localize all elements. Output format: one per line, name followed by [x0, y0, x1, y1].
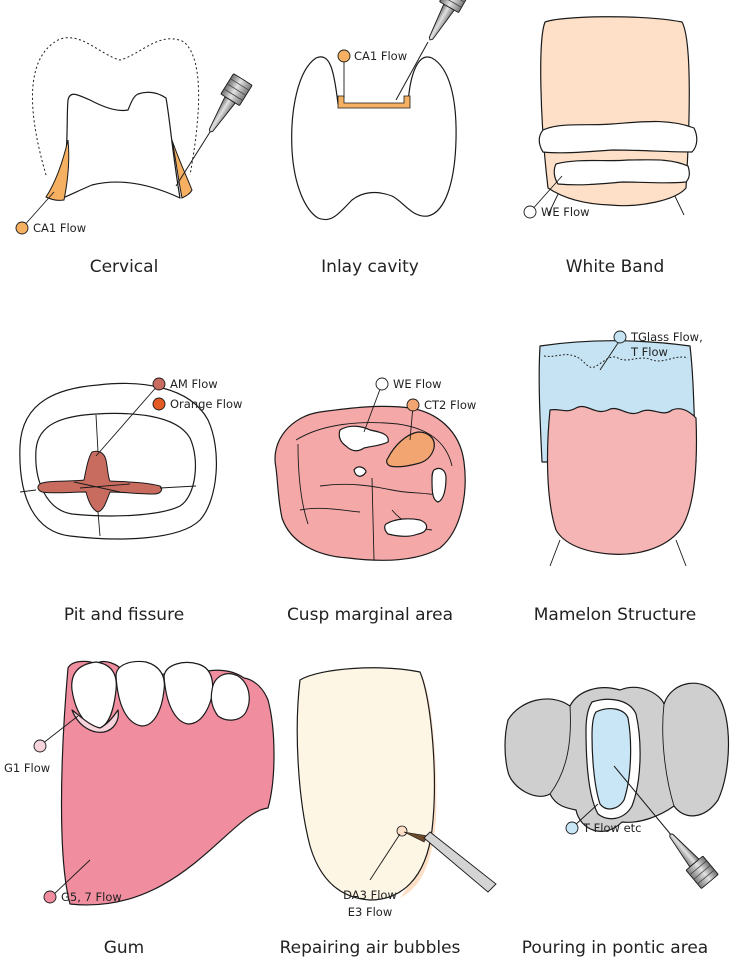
tglass-flow-label: TGlass Flow,	[630, 330, 703, 344]
panel-caption: Repairing air bubbles	[280, 938, 461, 958]
g5-flow-label: G5, 7 Flow	[61, 890, 122, 904]
we-flow-swatch	[376, 378, 388, 390]
orange-flow-label: Orange Flow	[170, 397, 242, 411]
tooth-white	[211, 674, 249, 720]
we-flow-label: WE Flow	[393, 377, 442, 391]
syringe-needle	[176, 132, 210, 186]
e3-flow-label: E3 Flow	[348, 905, 393, 919]
brush-handle-icon	[424, 832, 496, 892]
panel-cervical: CA1 Flow Cervical	[16, 38, 252, 277]
g5-flow-swatch	[44, 891, 56, 903]
occlusal-outline-inner	[36, 413, 196, 516]
panel-caption: Pit and fissure	[64, 605, 184, 625]
panel-caption: Inlay cavity	[321, 257, 419, 277]
white-band-lower	[554, 160, 689, 185]
we-flow-label: WE Flow	[541, 205, 590, 219]
panel-caption: Cervical	[90, 257, 159, 277]
ca1-flow-swatch	[338, 50, 350, 62]
tglass-flow-swatch	[614, 331, 626, 343]
panel-inlay-cavity: CA1 Flow Inlay cavity	[292, 0, 471, 277]
ct2-flow-swatch	[407, 399, 419, 411]
panel-cusp-marginal-area: WE Flow CT2 Flow Cusp marginal area	[275, 377, 476, 625]
mamelon-dentin-body	[548, 406, 697, 554]
t-flow-label: T Flow	[630, 345, 668, 359]
panel-caption: White Band	[566, 257, 664, 277]
inlay-tooth-outline	[292, 57, 456, 220]
we-flow-patch	[385, 519, 427, 537]
panel-caption: Cusp marginal area	[287, 605, 453, 625]
panel-caption: Mamelon Structure	[534, 605, 697, 625]
we-flow-swatch	[524, 206, 536, 218]
panel-white-band: WE Flow White Band	[524, 17, 697, 277]
ca1-flow-inlay-fill	[338, 96, 410, 108]
t-flow-swatch	[566, 822, 578, 834]
syringe-icon	[201, 74, 253, 138]
g1-flow-swatch	[34, 740, 46, 752]
da3-flow-label: DA3 Flow	[343, 888, 397, 902]
air-bubble-tooth-body	[297, 668, 434, 900]
t-flow-etc-label: T Flow etc	[582, 821, 642, 835]
white-band-upper	[539, 122, 697, 153]
cavity-tooth-body	[58, 92, 180, 200]
ca1-flow-left-fill	[46, 140, 69, 200]
panel-caption: Pouring in pontic area	[522, 938, 708, 958]
panel-mamelon-structure: TGlass Flow, T Flow Mamelon Structure	[534, 330, 703, 625]
panel-caption: Gum	[104, 938, 145, 958]
g1-flow-label: G1 Flow	[4, 761, 50, 775]
orange-flow-swatch	[153, 398, 165, 410]
panel-gum: G1 Flow G5, 7 Flow Gum	[4, 661, 274, 958]
panel-repairing-air-bubbles: DA3 Flow E3 Flow Repairing air bubbles	[280, 668, 496, 958]
syringe-icon	[420, 0, 470, 45]
am-flow-label: AM Flow	[170, 377, 218, 391]
syringe-icon	[662, 827, 719, 889]
panel-pit-and-fissure: AM Flow Orange Flow Pit and fissure	[20, 377, 243, 625]
ca1-flow-swatch	[16, 222, 28, 234]
ct2-flow-label: CT2 Flow	[424, 398, 476, 412]
air-bubble-fill	[397, 826, 407, 836]
panel-pouring-in-pontic-area: T Flow etc Pouring in pontic area	[505, 683, 729, 958]
am-flow-swatch	[153, 378, 165, 390]
ca1-flow-label: CA1 Flow	[33, 221, 86, 235]
t-flow-pontic-fill	[592, 709, 631, 809]
we-flow-patch	[354, 467, 366, 476]
ca1-flow-label: CA1 Flow	[354, 49, 407, 63]
